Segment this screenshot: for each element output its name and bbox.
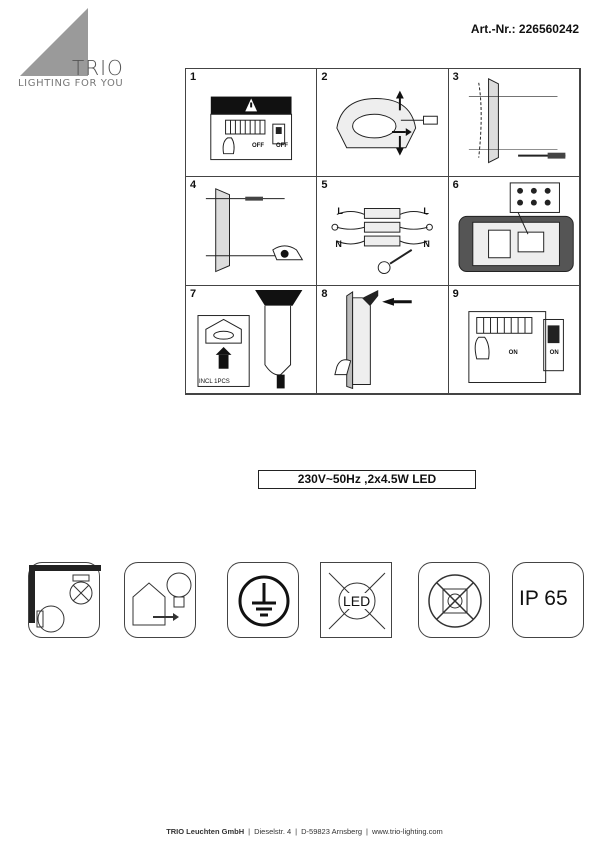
step-6: 6: [447, 176, 580, 286]
brand-slogan: LIGHTING FOR YOU: [18, 78, 124, 89]
step-5: 5 L L N N: [316, 176, 449, 286]
installation-steps-grid: 1 OFF OFF 2 3: [185, 68, 581, 395]
step-number: 2: [321, 71, 328, 83]
step-number: 4: [190, 179, 197, 192]
switch-off-illustration: [210, 96, 293, 161]
step-8: 8: [316, 284, 449, 394]
no-dimmer-icon: [418, 562, 490, 638]
wall-mount-icon: [28, 562, 101, 638]
brand-name: TRIO: [72, 56, 124, 80]
step-3: 3: [447, 68, 580, 178]
step-7: 7 INCL 1PCS: [185, 284, 318, 394]
article-number: Art.-Nr.: 226560242: [470, 22, 579, 36]
wire-label-n: N: [423, 239, 430, 250]
step-1: 1 OFF OFF: [185, 68, 318, 178]
screw-mounting-illustration: [205, 188, 304, 273]
attach-lamp-illustration: [334, 289, 413, 389]
trio-logo-triangle: [20, 8, 88, 76]
off-label: OFF: [252, 143, 264, 149]
protective-earth-icon: [227, 562, 299, 638]
off-label: OFF: [276, 143, 288, 149]
step-number: 9: [452, 287, 459, 300]
footer-address: TRIO Leuchten GmbH|Dieselstr. 4|D-59823 …: [166, 827, 443, 836]
step-number: 6: [452, 179, 459, 192]
wire-label-l: L: [423, 206, 429, 217]
footer-street: Dieselstr. 4: [254, 827, 292, 836]
led-label: LED: [342, 593, 372, 609]
connection-detail-illustration: [458, 182, 574, 273]
wire-label-l: L: [337, 206, 343, 217]
step-number: 1: [190, 71, 197, 83]
gasket-illustration: [197, 289, 303, 389]
symbol-icon-row: LED IP 65: [28, 562, 584, 642]
gasket-count-label: INCL 1PCS: [199, 378, 230, 385]
wiring-illustration: [331, 208, 434, 275]
ip-rating-label: IP 65: [519, 587, 568, 610]
step-number: 5: [321, 179, 328, 192]
led-not-replaceable-icon: LED: [320, 562, 392, 638]
open-housing-illustration: [336, 90, 439, 156]
on-label: ON: [549, 349, 559, 356]
on-label: ON: [508, 349, 518, 356]
switch-on-illustration: [468, 310, 564, 383]
footer-website[interactable]: www.trio-lighting.com: [371, 827, 443, 836]
step-number: 8: [321, 287, 328, 300]
footer-company: TRIO Leuchten GmbH: [166, 827, 245, 836]
step-number: 7: [190, 287, 197, 300]
ip-rating-icon: IP 65: [512, 562, 584, 638]
step-number: 3: [452, 71, 459, 83]
step-4: 4: [185, 176, 318, 286]
step-2: 2: [316, 68, 449, 178]
step-9: 9 ON ON: [447, 284, 580, 394]
footer-city: D-59823 Arnsberg: [301, 827, 362, 836]
mark-drill-holes-illustration: [468, 78, 566, 164]
outdoor-bulb-icon: [124, 562, 196, 638]
electrical-spec: 230V~50Hz ,2x4.5W LED: [258, 470, 476, 489]
wire-label-n: N: [335, 239, 342, 250]
